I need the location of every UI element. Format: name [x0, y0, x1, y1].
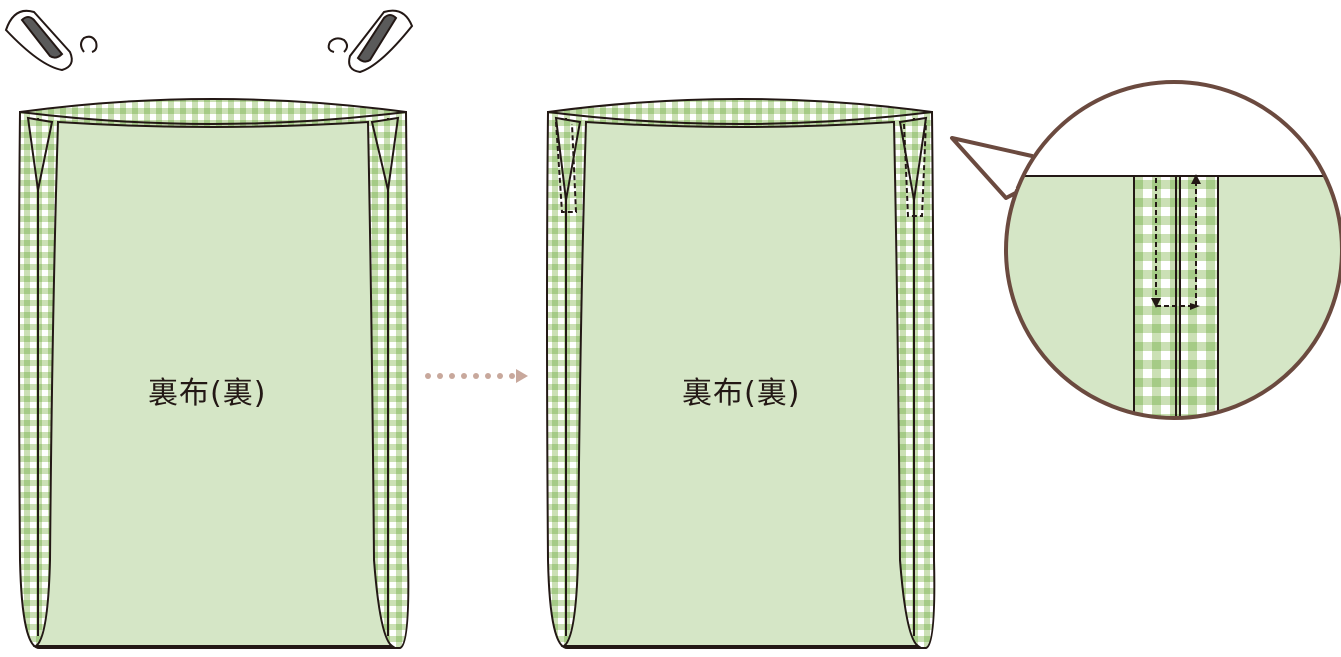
stitch-left	[555, 121, 578, 213]
left-flap-l	[26, 116, 54, 191]
iron-left-icon	[4, 9, 98, 72]
steam-icon	[327, 37, 348, 53]
lining-wrong-side-label-left: 裏布(裏)	[148, 376, 267, 411]
dotted-arrow-icon	[425, 369, 528, 383]
iron-right-icon	[327, 9, 414, 74]
left-flap-r	[370, 116, 400, 191]
stitch-right	[903, 121, 927, 217]
callout-stitch	[1155, 178, 1197, 307]
left-bag	[18, 98, 410, 649]
detail-callout	[950, 80, 1341, 420]
right-flap-r	[898, 116, 928, 201]
steam-icon	[80, 35, 98, 53]
left-bag-lining	[32, 120, 396, 647]
right-bag-lining	[560, 120, 922, 647]
left-bag-rim	[19, 98, 407, 125]
lining-wrong-side-label-right: 裏布(裏)	[682, 376, 801, 411]
right-bag	[546, 98, 936, 649]
right-bag-rim	[547, 98, 933, 125]
